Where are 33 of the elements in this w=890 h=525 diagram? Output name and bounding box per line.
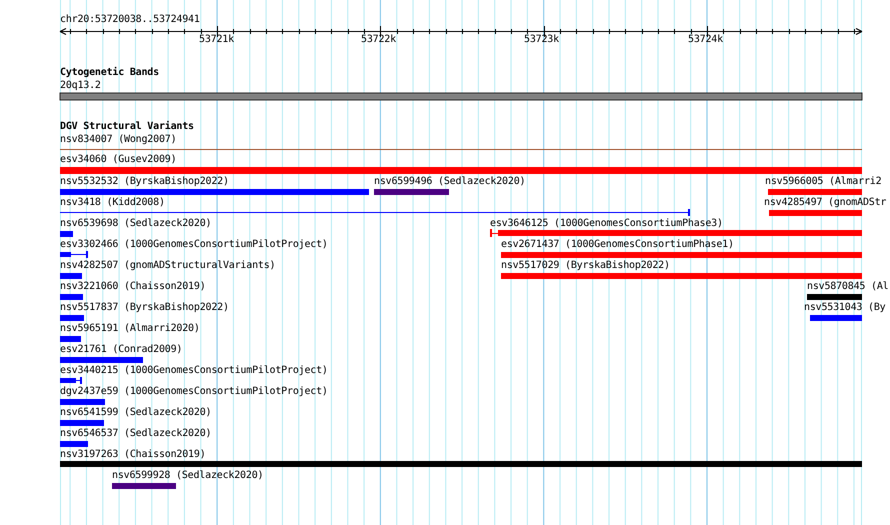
- variant-label: nsv4285497 (gnomADStr: [764, 197, 886, 209]
- tick-label: 53724k: [688, 34, 723, 46]
- variant-label: nsv4282507 (gnomADStructuralVariants): [60, 260, 276, 272]
- variant-label: nsv3418 (Kidd2008): [60, 197, 165, 209]
- variant-label: esv2671437 (1000GenomesConsortiumPhase1): [501, 239, 734, 251]
- variant-label: esv3302466 (1000GenomesConsortiumPilotProject): [60, 239, 328, 251]
- variant-label: nsv6599928 (Sedlazeck2020): [112, 470, 264, 482]
- variant-label: nsv834007 (Wong2007): [60, 134, 176, 146]
- tick-label: 53722k: [361, 34, 396, 46]
- variant-label: esv3646125 (1000GenomesConsortiumPhase3): [490, 218, 723, 230]
- variant-label: esv34060 (Gusev2009): [60, 154, 176, 166]
- region-label: chr20:53720038..53724941: [60, 14, 200, 26]
- variant-label: nsv6599496 (Sedlazeck2020): [374, 176, 526, 188]
- variant-label: nsv3197263 (Chaisson2019): [60, 449, 206, 461]
- variant-label: esv21761 (Conrad2009): [60, 344, 182, 356]
- track-title: DGV Structural Variants: [60, 121, 194, 133]
- variant-label: nsv5870845 (Al: [807, 281, 888, 293]
- tick-label: 53723k: [524, 34, 559, 46]
- variant-label: nsv5532532 (ByrskaBishop2022): [60, 176, 229, 188]
- variant-label: nsv6539698 (Sedlazeck2020): [60, 218, 212, 230]
- variant-label: nsv5965191 (Almarri2020): [60, 323, 200, 335]
- variant-label: nsv5517837 (ByrskaBishop2022): [60, 302, 229, 314]
- variant-label: nsv5517029 (ByrskaBishop2022): [501, 260, 670, 272]
- variant-label: nsv5531043 (By: [804, 302, 886, 314]
- variant-label: esv3440215 (1000GenomesConsortiumPilotProject): [60, 365, 328, 377]
- band-label: 20q13.2: [60, 80, 101, 92]
- variant-label: nsv6546537 (Sedlazeck2020): [60, 428, 212, 440]
- variant-label: dgv2437e59 (1000GenomesConsortiumPilotProject): [60, 386, 328, 398]
- track-title: Cytogenetic Bands: [60, 67, 159, 79]
- variant-label: nsv3221060 (Chaisson2019): [60, 281, 206, 293]
- tick-label: 53721k: [199, 34, 234, 46]
- variant-label: nsv6541599 (Sedlazeck2020): [60, 407, 212, 419]
- variant-label: nsv5966005 (Almarri2: [765, 176, 882, 188]
